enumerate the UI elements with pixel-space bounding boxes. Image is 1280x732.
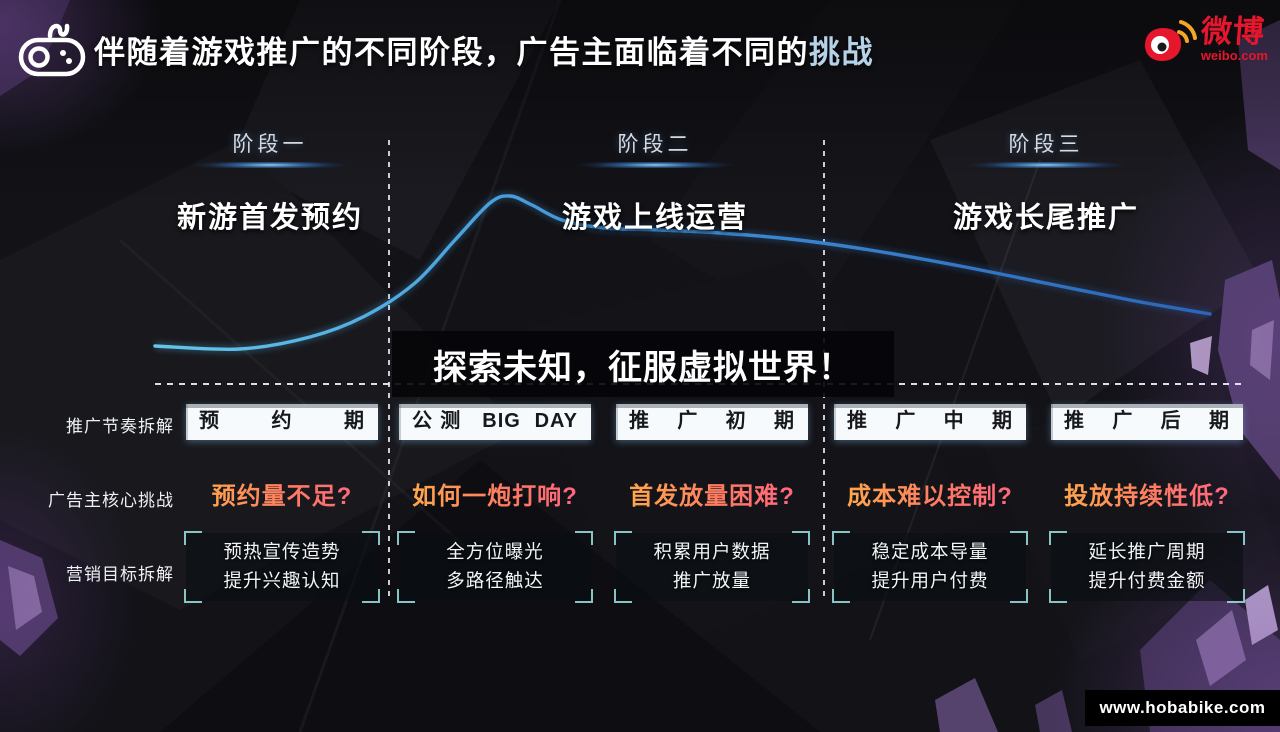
goal-line-2: 提升兴趣认知 bbox=[223, 570, 341, 591]
watermark: www.hobabike.com bbox=[1085, 690, 1280, 726]
goal-box: 全方位曝光 多路径触达 bbox=[397, 531, 593, 603]
goal-line-2: 多路径触达 bbox=[446, 570, 544, 591]
corner-bracket bbox=[832, 589, 850, 603]
corner-bracket bbox=[1010, 589, 1028, 603]
slogan-text: 探索未知，征服虚拟世界！ bbox=[433, 348, 853, 387]
period-box: 推广后期 bbox=[1051, 404, 1243, 440]
corner-bracket bbox=[397, 531, 415, 545]
corner-bracket bbox=[1227, 589, 1245, 603]
challenge-text: 预约量不足? bbox=[176, 476, 388, 510]
corner-bracket bbox=[397, 589, 415, 603]
challenge-text: 如何一炮打响? bbox=[389, 476, 601, 510]
corner-bracket bbox=[184, 531, 202, 545]
corner-bracket bbox=[614, 589, 632, 603]
stage-separator-1 bbox=[388, 140, 390, 602]
corner-bracket bbox=[1049, 531, 1067, 545]
stage-3-streak bbox=[946, 162, 1146, 168]
goal-line-1: 全方位曝光 bbox=[446, 541, 544, 563]
row-label-challenge: 广告主核心挑战 bbox=[48, 491, 174, 510]
goal-line-2: 推广放量 bbox=[672, 570, 751, 591]
period-box: 推广中期 bbox=[834, 404, 1026, 440]
weibo-logo: 微博 weibo.com bbox=[1143, 14, 1268, 64]
goal-box: 稳定成本导量 提升用户付费 bbox=[832, 531, 1028, 603]
weibo-cn-text: 微博 bbox=[1199, 14, 1267, 49]
row-label-goal: 营销目标拆解 bbox=[66, 565, 174, 584]
goal-box: 预热宣传造势 提升兴趣认知 bbox=[184, 531, 380, 603]
goal-line-1: 积累用户数据 bbox=[653, 541, 771, 563]
stage-column-2: 公测 BIG DAY 如何一炮打响? 全方位曝光 多路径触达 bbox=[397, 0, 593, 732]
goal-line-2: 提升付费金额 bbox=[1088, 570, 1206, 591]
corner-bracket bbox=[362, 589, 380, 603]
period-box: 公测 BIG DAY bbox=[399, 404, 591, 440]
stage-column-3: 推广初期 首发放量困难? 积累用户数据 推广放量 bbox=[614, 0, 810, 732]
page-title: 伴随着游戏推广的不同阶段，广告主面临着不同的挑战 bbox=[94, 27, 874, 72]
page-title-accent: 挑战 bbox=[809, 35, 874, 70]
corner-bracket bbox=[575, 589, 593, 603]
stage-2-streak bbox=[555, 162, 755, 168]
goal-box: 积累用户数据 推广放量 bbox=[614, 531, 810, 603]
corner-bracket bbox=[362, 531, 380, 545]
corner-bracket bbox=[1227, 531, 1245, 545]
game-controller-icon bbox=[18, 23, 86, 77]
challenge-text: 成本难以控制? bbox=[824, 476, 1036, 510]
corner-bracket bbox=[792, 531, 810, 545]
goal-line-1: 预热宣传造势 bbox=[223, 541, 341, 563]
stage-column-5: 推广后期 投放持续性低? 延长推广周期 提升付费金额 bbox=[1049, 0, 1245, 732]
corner-bracket bbox=[832, 531, 850, 545]
page-title-main: 伴随着游戏推广的不同阶段，广告主面临着不同的 bbox=[94, 35, 809, 70]
weibo-eye-icon bbox=[1144, 20, 1197, 61]
stage-3-badge: 阶段三 bbox=[1008, 133, 1084, 156]
challenge-text: 投放持续性低? bbox=[1041, 476, 1253, 510]
corner-bracket bbox=[1049, 589, 1067, 603]
challenge-text: 首发放量困难? bbox=[606, 476, 818, 510]
stage-1-streak bbox=[170, 162, 370, 168]
weibo-wordmark: 微博 weibo.com bbox=[1199, 14, 1268, 63]
goal-line-1: 延长推广周期 bbox=[1088, 541, 1206, 563]
stage-1-badge: 阶段一 bbox=[232, 133, 308, 156]
goal-box: 延长推广周期 提升付费金额 bbox=[1049, 531, 1245, 603]
stage-2-badge: 阶段二 bbox=[617, 133, 693, 156]
weibo-url-text: weibo.com bbox=[1200, 48, 1268, 63]
goal-line-2: 提升用户付费 bbox=[871, 570, 989, 591]
corner-bracket bbox=[184, 589, 202, 603]
goal-line-1: 稳定成本导量 bbox=[871, 541, 989, 563]
stage-column-4: 推广中期 成本难以控制? 稳定成本导量 提升用户付费 bbox=[832, 0, 1028, 732]
period-box: 预约期 bbox=[186, 404, 378, 440]
corner-bracket bbox=[614, 531, 632, 545]
corner-bracket bbox=[1010, 531, 1028, 545]
period-box: 推广初期 bbox=[616, 404, 808, 440]
corner-bracket bbox=[792, 589, 810, 603]
row-label-pace: 推广节奏拆解 bbox=[66, 417, 174, 436]
stage-column-1: 预约期 预约量不足? 预热宣传造势 提升兴趣认知 bbox=[184, 0, 380, 732]
corner-bracket bbox=[575, 531, 593, 545]
